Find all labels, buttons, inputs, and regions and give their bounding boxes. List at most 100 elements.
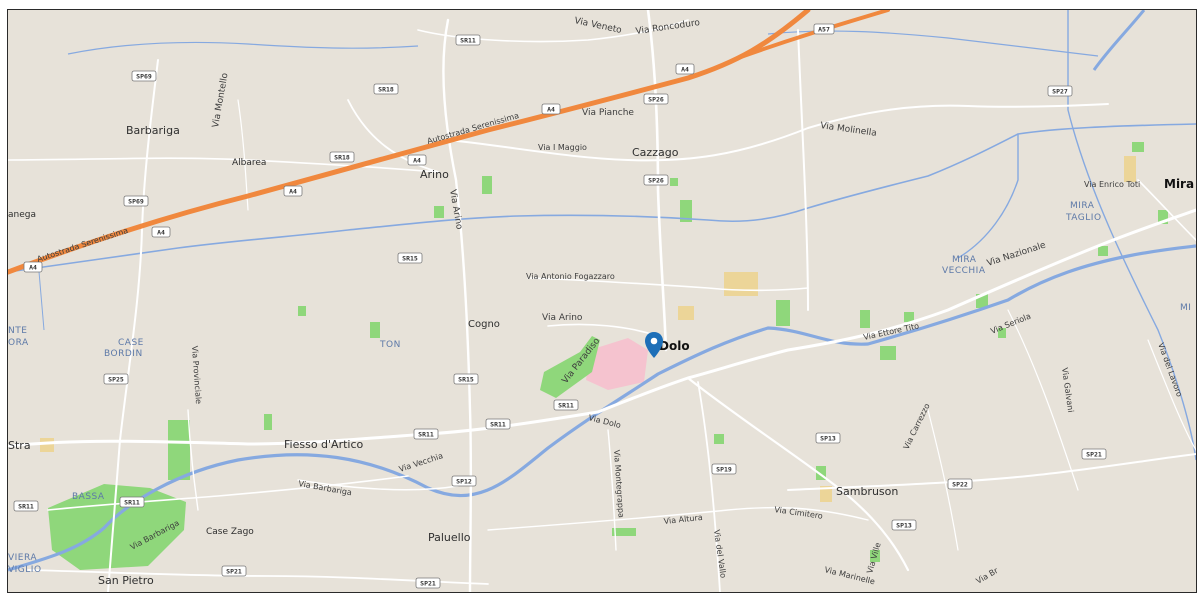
town-label: Cazzago — [632, 146, 679, 159]
svg-text:SP19: SP19 — [716, 466, 732, 474]
park — [612, 528, 636, 536]
svg-text:SR15: SR15 — [402, 255, 418, 263]
svg-text:SP13: SP13 — [820, 435, 836, 443]
park — [670, 178, 678, 186]
road — [297, 479, 459, 491]
shield-a4: A4 — [407, 154, 427, 166]
motorway-a4 — [8, 10, 811, 275]
shield-sr15: SR15 — [453, 373, 479, 385]
park — [870, 550, 880, 562]
svg-text:SP13: SP13 — [896, 522, 912, 530]
street-label: Via Enrico Toti — [1084, 180, 1140, 189]
town-label: Arino — [420, 168, 449, 181]
commercial-area — [678, 306, 694, 320]
road-sp13 — [686, 376, 910, 572]
shield-sp26: SP26 — [643, 93, 669, 105]
park — [298, 306, 306, 316]
road — [237, 99, 249, 211]
park — [998, 328, 1006, 338]
shield-a4: A4 — [541, 103, 561, 115]
park — [1158, 210, 1168, 224]
locality-label: VECCHIA — [942, 266, 986, 276]
svg-text:SR15: SR15 — [458, 376, 474, 384]
locality-label: MI — [1180, 303, 1191, 313]
svg-text:SR11: SR11 — [460, 37, 476, 45]
road-sr15 — [442, 18, 473, 592]
shield-sp27: SP27 — [1047, 85, 1073, 97]
town-label-dolo: Dolo — [659, 339, 690, 353]
motorway-a57 — [736, 10, 890, 60]
svg-text:SR11: SR11 — [418, 431, 434, 439]
park — [370, 322, 380, 338]
locality-label: MIRA — [1070, 201, 1095, 211]
town-label: San Pietro — [98, 574, 154, 587]
park — [540, 336, 600, 398]
svg-text:SP27: SP27 — [1052, 88, 1068, 96]
map-canvas[interactable]: SP69 SR11 SR18 SR18 A4 A4 A4 A4 A4 A4 A5… — [8, 10, 1196, 592]
shield-a4: A4 — [23, 261, 43, 273]
svg-text:SP21: SP21 — [226, 568, 242, 576]
svg-text:A4: A4 — [157, 229, 165, 237]
shield-sp69: SP69 — [123, 195, 149, 207]
park — [880, 346, 896, 360]
park — [1132, 142, 1144, 152]
shield-a4: A4 — [283, 185, 303, 197]
svg-text:SR11: SR11 — [558, 402, 574, 410]
town-label: anega — [8, 210, 36, 220]
road — [607, 429, 617, 551]
shield-sp69: SP69 — [131, 70, 157, 82]
locality-label: ORA — [8, 338, 29, 348]
svg-text:SP22: SP22 — [952, 481, 968, 489]
land-background — [8, 10, 1196, 592]
park — [264, 414, 272, 430]
shield-sr11: SR11 — [13, 500, 39, 512]
shield-sp13: SP13 — [891, 519, 917, 531]
road-sr11 — [8, 410, 600, 448]
shield-sp12: SP12 — [451, 475, 477, 487]
shield-sp21: SP21 — [415, 577, 441, 589]
town-label: Case Zago — [206, 527, 254, 537]
road — [797, 29, 809, 311]
map-view[interactable]: SP69 SR11 SR18 SR18 A4 A4 A4 A4 A4 A4 A5… — [7, 9, 1197, 593]
commercial-area — [1124, 156, 1136, 182]
svg-text:SP21: SP21 — [1086, 451, 1102, 459]
park — [1098, 246, 1108, 256]
svg-text:A4: A4 — [29, 264, 37, 272]
road — [447, 103, 1109, 162]
road — [927, 409, 959, 551]
shield-sp21: SP21 — [1081, 448, 1107, 460]
town-label: Cogno — [468, 319, 500, 330]
park — [48, 484, 186, 570]
shield-sp26: SP26 — [643, 174, 669, 186]
road-sp22 — [787, 453, 1196, 491]
park — [168, 420, 190, 480]
park — [434, 206, 444, 218]
shield-sp21: SP21 — [221, 565, 247, 577]
park — [776, 300, 790, 326]
road-sp26 — [646, 10, 668, 352]
town-label: Albarea — [232, 158, 266, 168]
locality-labels: CASE BORDIN TON MIRA TAGLIO MIRA VECCHIA… — [8, 201, 1191, 575]
svg-text:SR11: SR11 — [124, 499, 140, 507]
map-pin-icon[interactable] — [645, 332, 663, 358]
shield-sr18: SR18 — [373, 83, 399, 95]
shield-a4: A4 — [151, 226, 171, 238]
road — [107, 59, 159, 592]
shield-sr11: SR11 — [119, 496, 145, 508]
street-label: Via Altura — [663, 513, 703, 526]
road — [187, 409, 199, 511]
town-label-mira: Mira — [1164, 177, 1194, 191]
shield-sp13: SP13 — [815, 432, 841, 444]
commercial-area — [724, 272, 758, 296]
shield-sp22: SP22 — [947, 478, 973, 490]
park — [816, 466, 826, 480]
road — [1007, 309, 1079, 491]
shield-sr11: SR11 — [413, 428, 439, 440]
road — [527, 277, 809, 292]
street-label: Via I Maggio — [538, 143, 587, 152]
canal — [957, 134, 1019, 259]
svg-text:SR11: SR11 — [490, 421, 506, 429]
svg-text:SP21: SP21 — [420, 580, 436, 588]
stream — [67, 41, 419, 55]
shield-sr18: SR18 — [329, 151, 355, 163]
